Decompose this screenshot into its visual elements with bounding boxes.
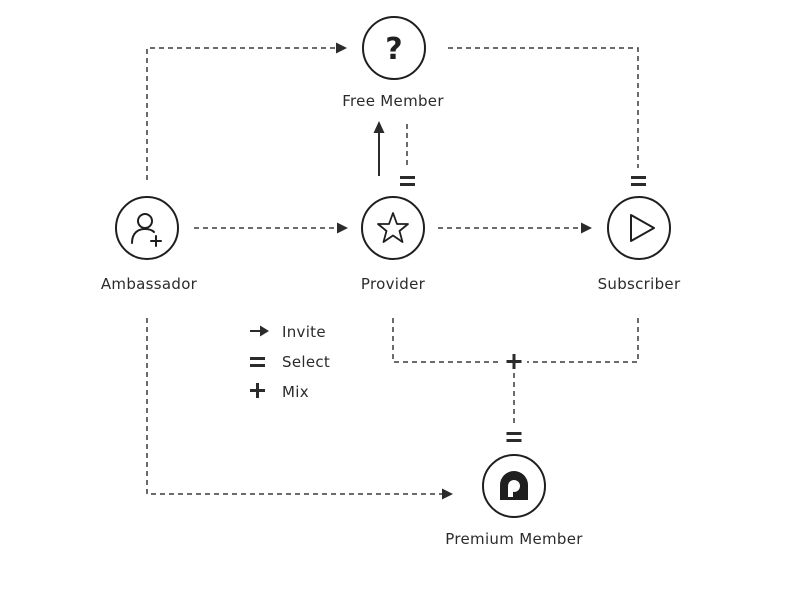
connector-ambassador-to-free-member — [146, 42, 347, 180]
premium-logo-icon — [500, 471, 528, 500]
subscriber-label: Subscriber — [597, 275, 681, 293]
provider-node[interactable] — [361, 196, 425, 260]
legend-label-mix: Mix — [282, 383, 309, 401]
ambassador-node[interactable] — [115, 196, 179, 260]
connector-free-member-to-subscriber — [448, 47, 646, 186]
connector-ambassador-to-provider — [194, 222, 348, 234]
premium-member-node[interactable] — [482, 454, 546, 518]
connector-mix-to-premium-member — [392, 318, 639, 442]
free-member-label: Free Member — [342, 92, 444, 110]
connector-provider-to-subscriber — [438, 222, 592, 234]
equals-icon — [400, 176, 415, 186]
provider-label: Provider — [360, 275, 426, 293]
premium-member-label: Premium Member — [445, 530, 583, 548]
connector-provider-to-free-member — [373, 121, 385, 176]
legend-plus-icon — [250, 383, 265, 398]
star-icon — [377, 212, 409, 243]
free-member-node[interactable]: ? — [362, 16, 426, 80]
legend-label-select: Select — [282, 353, 331, 371]
ambassador-label: Ambassador — [100, 275, 198, 293]
legend-equals-icon — [250, 357, 265, 367]
question-mark-icon: ? — [385, 32, 402, 67]
add-user-icon — [131, 213, 162, 247]
subscriber-node[interactable] — [607, 196, 671, 260]
plus-icon — [506, 354, 522, 369]
legend-label-invite: Invite — [282, 323, 326, 341]
play-icon — [630, 214, 655, 242]
connector-ambassador-to-premium-member — [146, 318, 453, 500]
legend-arrow-right-icon — [250, 325, 269, 337]
equals-icon — [506, 432, 522, 442]
equals-icon — [631, 176, 646, 186]
connector-free-member-to-provider — [400, 124, 415, 186]
